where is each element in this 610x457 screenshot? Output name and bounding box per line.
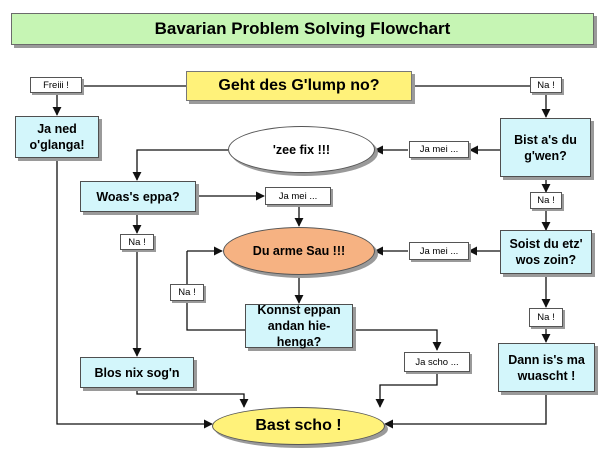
na-label-left: Na ! [120, 234, 154, 250]
na-label-top: Na ! [530, 77, 562, 93]
na-label-2: Na ! [530, 192, 562, 209]
zee-fix-ellipse: 'zee fix !!! [228, 126, 375, 173]
freiii-label: Freiii ! [30, 77, 82, 93]
konnst-eppan-box: Konnst eppan andan hie-henga? [245, 303, 353, 349]
dann-iss-box: Dann is's ma wuascht ! [498, 343, 595, 392]
chart-title: Bavarian Problem Solving Flowchart [11, 13, 594, 45]
ja-scho-label: Ja scho ... [404, 352, 470, 372]
ja-mei-label-1: Ja mei ... [409, 141, 469, 158]
blos-nix-box: Blos nix sog'n [80, 357, 194, 388]
soist-du-box: Soist du etz' wos zoin? [500, 230, 592, 274]
du-arme-sau-ellipse: Du arme Sau !!! [223, 227, 375, 275]
ja-mei-label-2: Ja mei ... [265, 187, 331, 205]
bast-scho-ellipse: Bast scho ! [212, 407, 385, 445]
na-label-loop: Na ! [170, 284, 204, 301]
woass-eppa-box: Woas's eppa? [80, 181, 196, 212]
start-question: Geht des G'lump no? [186, 71, 412, 101]
na-label-3: Na ! [529, 308, 563, 327]
ja-mei-label-3: Ja mei ... [409, 242, 469, 260]
bist-gwen-box: Bist a's du g'wen? [500, 118, 591, 177]
ja-ned-box: Ja ned o'glanga! [15, 116, 99, 158]
